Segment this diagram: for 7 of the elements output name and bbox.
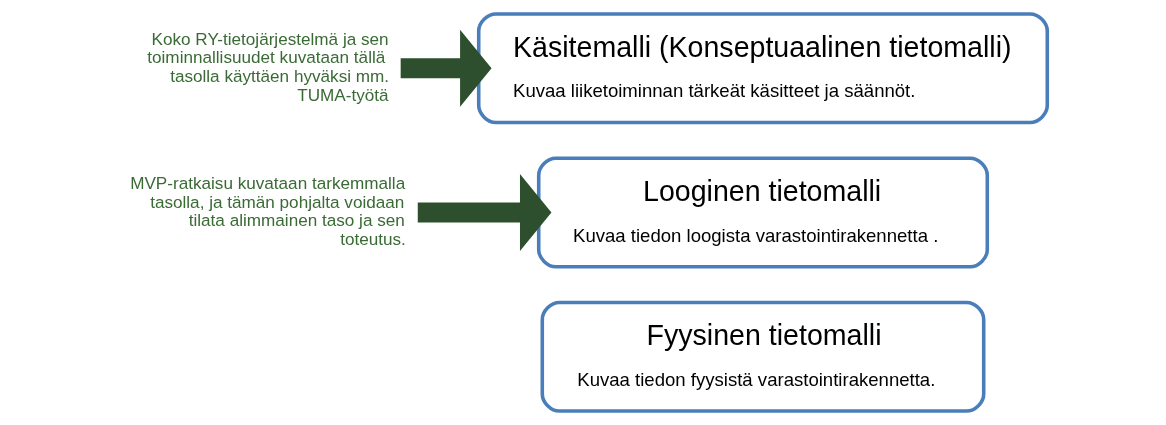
- node-text: MVP-ratkaisu kuvataan tarkemmalla tasolla, ja tämän pohjalta voidaan tilata alimmainen taso ja sen toteutus.: [130, 173, 406, 249]
- node-text: Koko RY-tietojärjestelmä ja sen toiminnallisuudet kuvataan tällä tasolla käyttäen hyväksi mm. TUMA-työtä: [147, 28, 390, 105]
- node-box: Fyysinen tietomalli Kuvaa tiedon fyysistä varastointirakennetta.: [540, 300, 986, 413]
- node-box: Looginen tietomalli Kuvaa tiedon loogista varastointirakennetta .: [536, 156, 990, 269]
- arrow: [417, 173, 552, 252]
- node-box: Käsitemalli (Konseptuaalinen tietomalli) Kuvaa liiketoiminnan tärkeät käsitteet ja säännöt.: [476, 12, 1050, 125]
- arrow: [400, 29, 492, 107]
